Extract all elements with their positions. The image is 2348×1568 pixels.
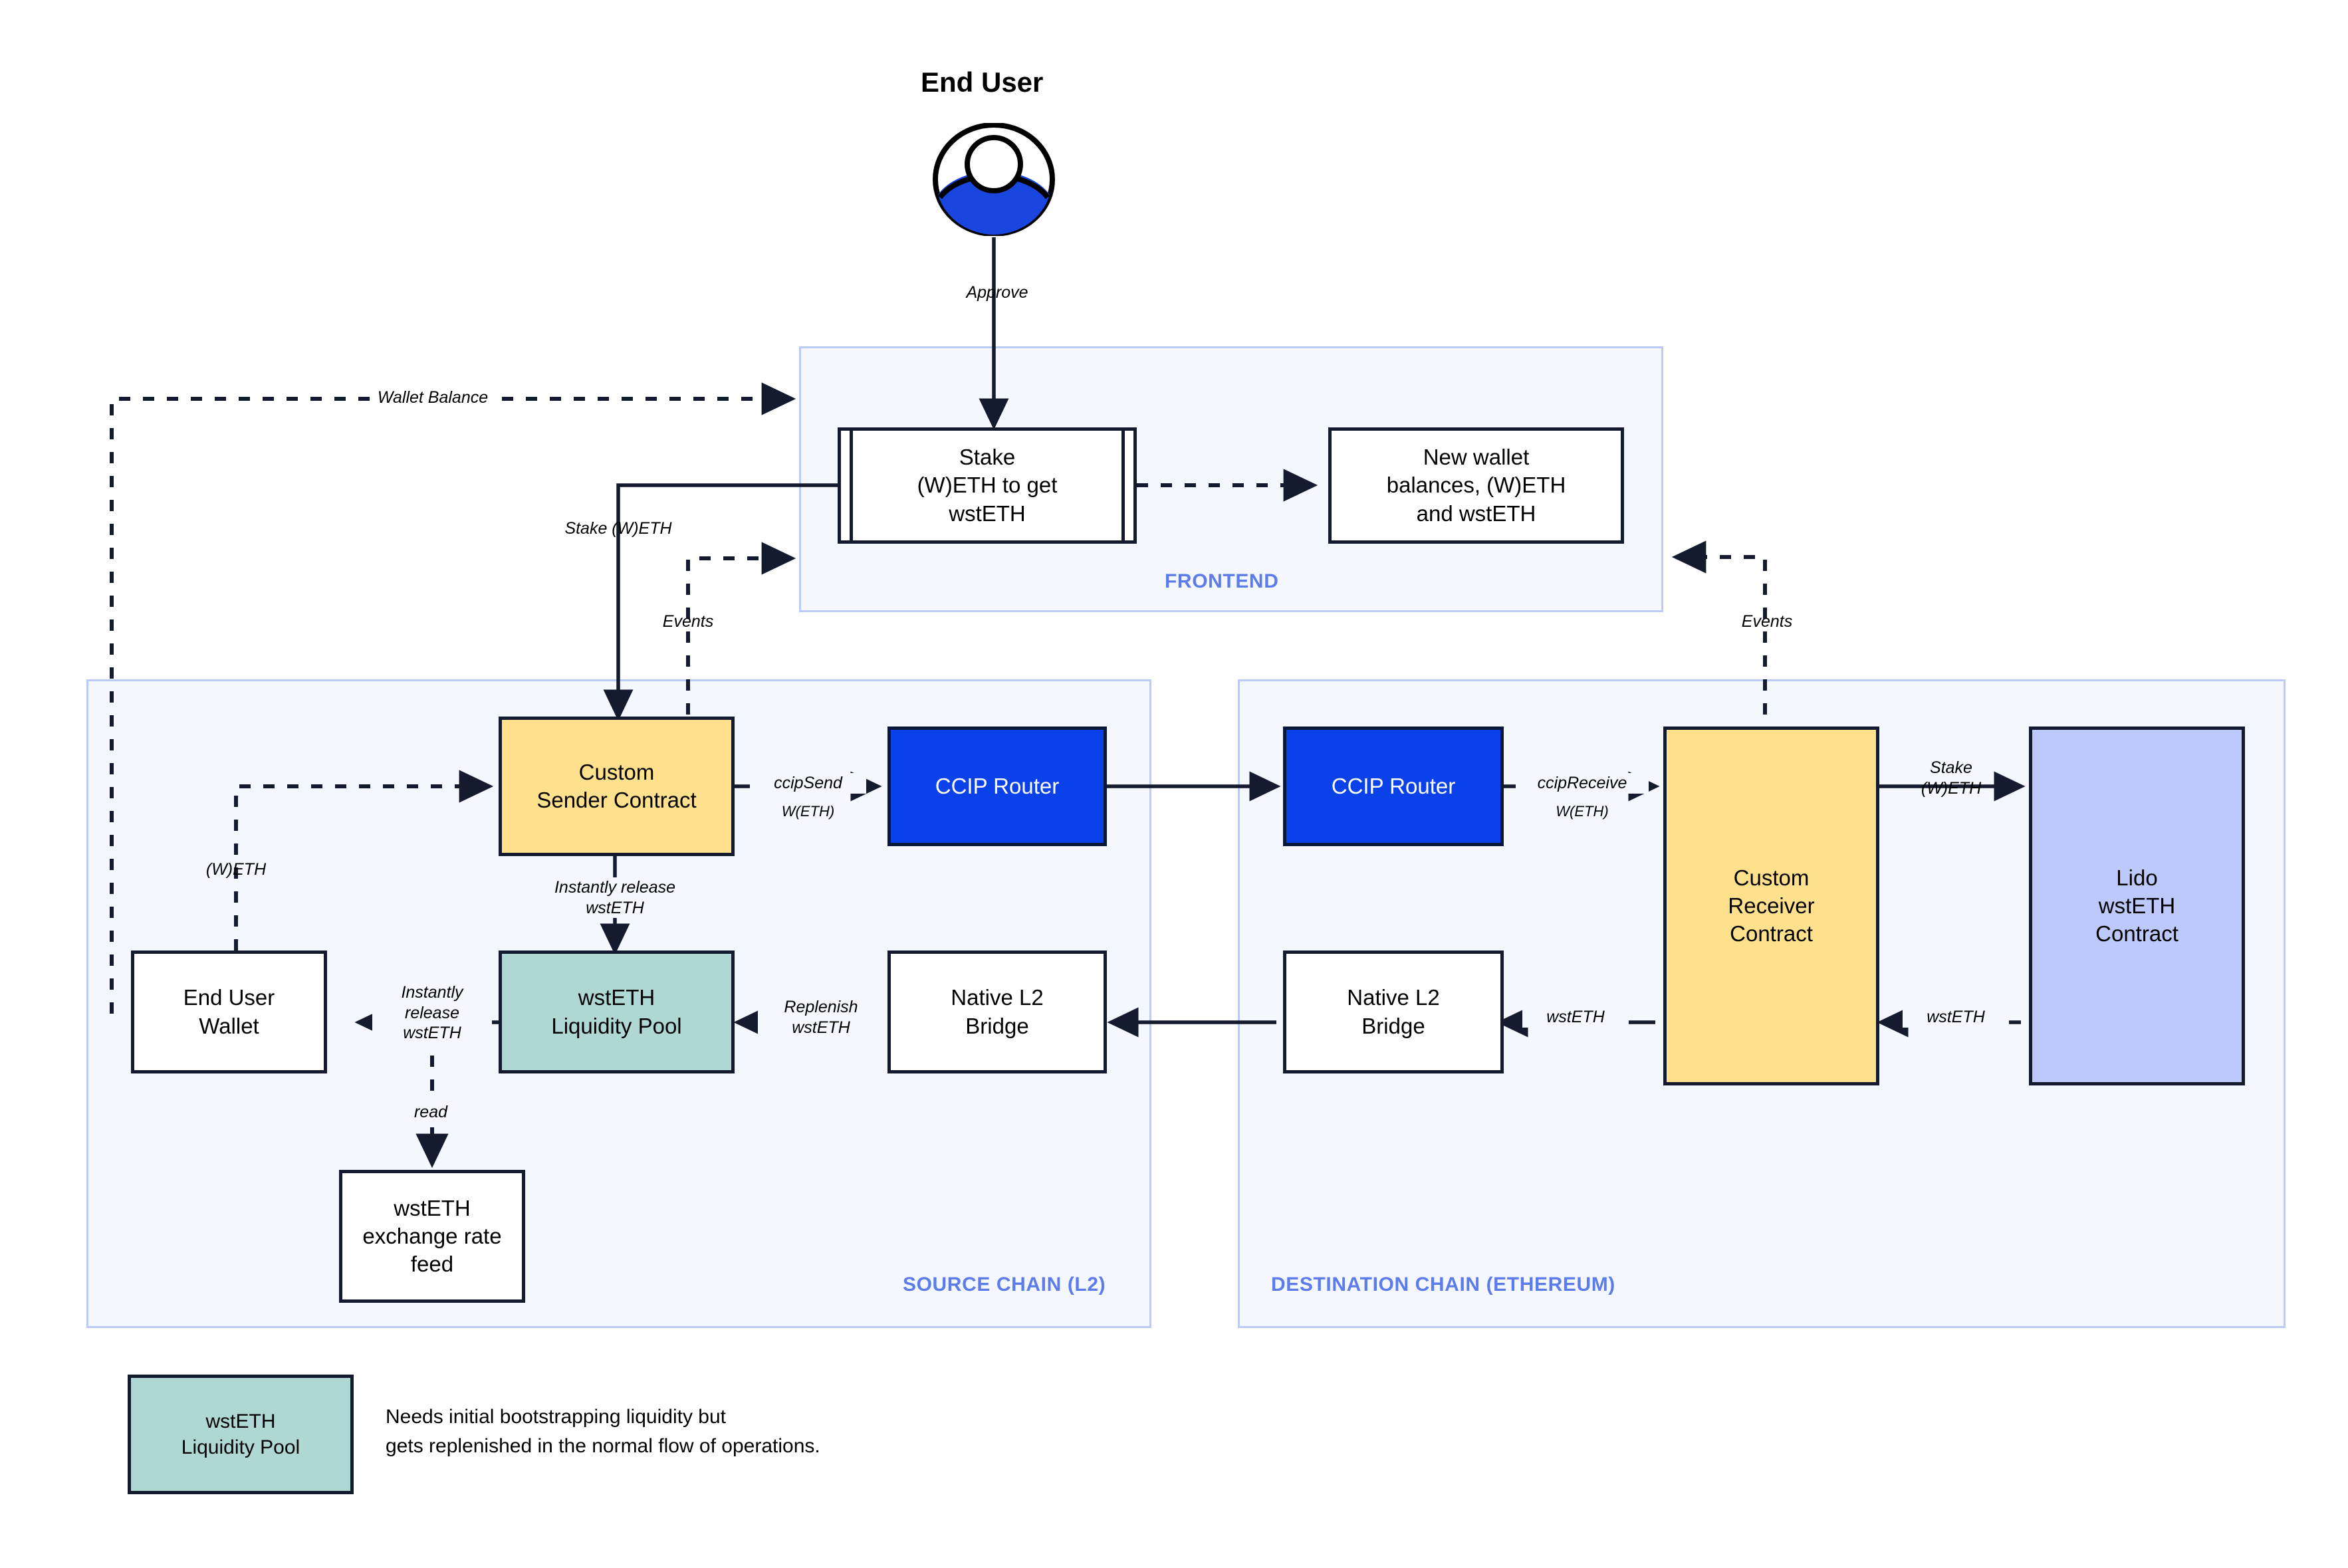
edge-label-weth: (W)ETH [205,860,267,879]
node-native-l2-bridge-source[interactable]: Native L2 Bridge [887,951,1107,1073]
legend-note: Needs initial bootstrapping liquidity bu… [386,1406,820,1457]
node-stake-ui-label: Stake (W)ETH to get wstETH [917,445,1058,526]
node-end-user-wallet[interactable]: End User Wallet [131,951,327,1073]
edge-label-wsteth-receiver-to-bridge: wstETH [1522,1007,1629,1028]
edge-label-ccip-receive: ccipReceive [1516,773,1649,794]
legend-swatch-wsteth-liquidity-pool: wstETH Liquidity Pool [128,1375,354,1494]
node-wsteth-liquidity-pool[interactable]: wstETH Liquidity Pool [499,951,735,1073]
edge-label-ccip-send-token: W(ETH) [781,803,835,820]
node-new-wallet-balances-label: New wallet balances, (W)ETH and wstETH [1386,445,1566,526]
node-custom-sender-contract[interactable]: Custom Sender Contract [499,717,735,856]
node-ccip-router-destination[interactable]: CCIP Router [1283,727,1504,846]
edge-label-read: read [391,1102,471,1123]
edge-label-stake-weth-lido: Stake (W)ETH [1921,758,1982,798]
node-new-wallet-balances[interactable]: New wallet balances, (W)ETH and wstETH [1328,427,1624,544]
node-wsteth-exchange-rate-feed[interactable]: wstETH exchange rate feed [339,1170,525,1303]
edge-label-wsteth-lido-to-receiver: wstETH [1903,1007,2009,1028]
node-stake-ui[interactable]: Stake (W)ETH to get wstETH [838,427,1137,544]
node-custom-receiver-contract-label: Custom Receiver Contract [1728,865,1815,947]
edge-label-replenish-wsteth: Replenish wstETH [758,997,884,1038]
node-lido-wsteth-contract-label: Lido wstETH Contract [2095,865,2178,947]
edge-label-ccip-send: ccipSend [750,773,866,794]
node-custom-receiver-contract[interactable]: Custom Receiver Contract [1663,727,1879,1085]
end-user-title: End User [921,66,1044,98]
node-native-l2-bridge-destination[interactable]: Native L2 Bridge [1283,951,1504,1073]
node-ccip-router-source[interactable]: CCIP Router [887,727,1107,846]
user-avatar-icon [933,123,1055,236]
node-ccip-router-source-label: CCIP Router [935,773,1060,798]
edge-label-events-left: Events [662,612,714,631]
edge-label-approve: Approve [966,283,1028,302]
node-end-user-wallet-label: End User Wallet [183,985,275,1038]
node-ccip-router-destination-label: CCIP Router [1331,773,1456,798]
zone-label-destination-chain: DESTINATION CHAIN (ETHEREUM) [1271,1274,1615,1295]
node-native-l2-bridge-source-label: Native L2 Bridge [951,985,1044,1038]
node-lido-wsteth-contract[interactable]: Lido wstETH Contract [2029,727,2245,1085]
node-wsteth-exchange-rate-feed-label: wstETH exchange rate feed [362,1195,502,1277]
zone-label-frontend: FRONTEND [1165,570,1279,592]
edge-label-instantly-release-wallet: Instantly release wstETH [372,982,492,1044]
edge-label-wallet-balance: Wallet Balance [370,388,496,408]
node-native-l2-bridge-destination-label: Native L2 Bridge [1347,985,1440,1038]
edge-label-instantly-release-pool: Instantly release wstETH [532,877,698,918]
node-custom-sender-contract-label: Custom Sender Contract [536,759,697,812]
legend-swatch-label: wstETH Liquidity Pool [181,1410,300,1458]
edge-label-ccip-receive-token: W(ETH) [1556,803,1609,820]
edge-label-stake-weth: Stake (W)ETH [564,519,672,538]
zone-label-source-chain: SOURCE CHAIN (L2) [903,1274,1106,1295]
node-wsteth-liquidity-pool-label: wstETH Liquidity Pool [551,985,682,1038]
edge-label-events-right: Events [1741,612,1793,631]
